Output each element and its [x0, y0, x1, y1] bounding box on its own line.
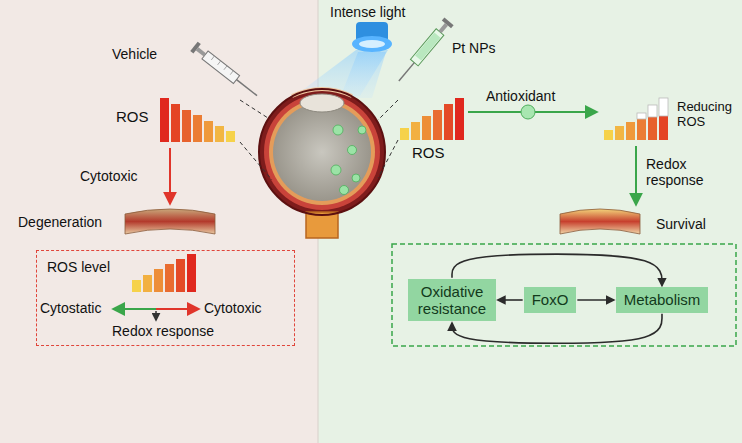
label: Cytotoxic: [204, 300, 262, 316]
label: Redox response: [112, 323, 214, 339]
ros-bar: [433, 110, 442, 140]
label: Reducing ROS: [677, 100, 739, 130]
box-text: Oxidative resistance: [416, 283, 488, 318]
process-box: FoxO: [524, 287, 577, 312]
ros-bar: [160, 98, 169, 142]
label: Cytotoxic: [80, 168, 138, 184]
connector: [498, 299, 523, 301]
ros-bar: [659, 116, 668, 140]
ros-bar-removed: [637, 113, 646, 119]
ros-bar: [143, 275, 152, 292]
ros-bar: [132, 280, 141, 292]
ros-bar: [444, 104, 453, 140]
ros-bar: [400, 128, 409, 140]
process-box: Metabolism: [616, 287, 709, 312]
ros-bar: [165, 264, 174, 292]
dashed-frame: [392, 244, 736, 346]
ros-bar: [615, 126, 624, 140]
label: Antioxidant: [486, 88, 555, 104]
ros-bar: [411, 122, 420, 140]
label: Redox response: [646, 156, 736, 188]
ros-bar: [204, 121, 213, 142]
ros-bar: [637, 119, 646, 140]
ros-bar: [187, 254, 196, 292]
ros-bar: [182, 110, 191, 142]
label: Vehicle: [112, 46, 157, 62]
connector: [577, 299, 613, 301]
label: ROS: [116, 108, 149, 125]
label: Degeneration: [18, 214, 102, 230]
ros-bar: [154, 269, 163, 292]
ros-bar: [176, 259, 185, 292]
ros-bar: [455, 98, 464, 140]
ros-bar: [626, 122, 635, 140]
label: Pt NPs: [452, 40, 496, 56]
ros-bar: [193, 115, 202, 142]
process-box: Oxidative resistance: [408, 279, 496, 322]
label: ROS: [412, 144, 445, 161]
label: Survival: [656, 216, 706, 232]
dashed-frame: ROS level: [36, 250, 295, 346]
box-text: Metabolism: [624, 291, 701, 308]
ros-bar: [604, 130, 613, 140]
ros-bar: [215, 126, 224, 142]
ros-bar: [171, 104, 180, 142]
label: Cytostatic: [40, 300, 101, 316]
ros-bar-removed: [648, 105, 657, 117]
ros-bar: [422, 116, 431, 140]
ros-bar-removed: [659, 98, 668, 116]
ros-bar: [648, 117, 657, 140]
box-text: FoxO: [532, 291, 569, 308]
frame-heading: ROS level: [47, 259, 284, 275]
label: Intense light: [330, 4, 406, 20]
ros-bar: [226, 131, 235, 142]
